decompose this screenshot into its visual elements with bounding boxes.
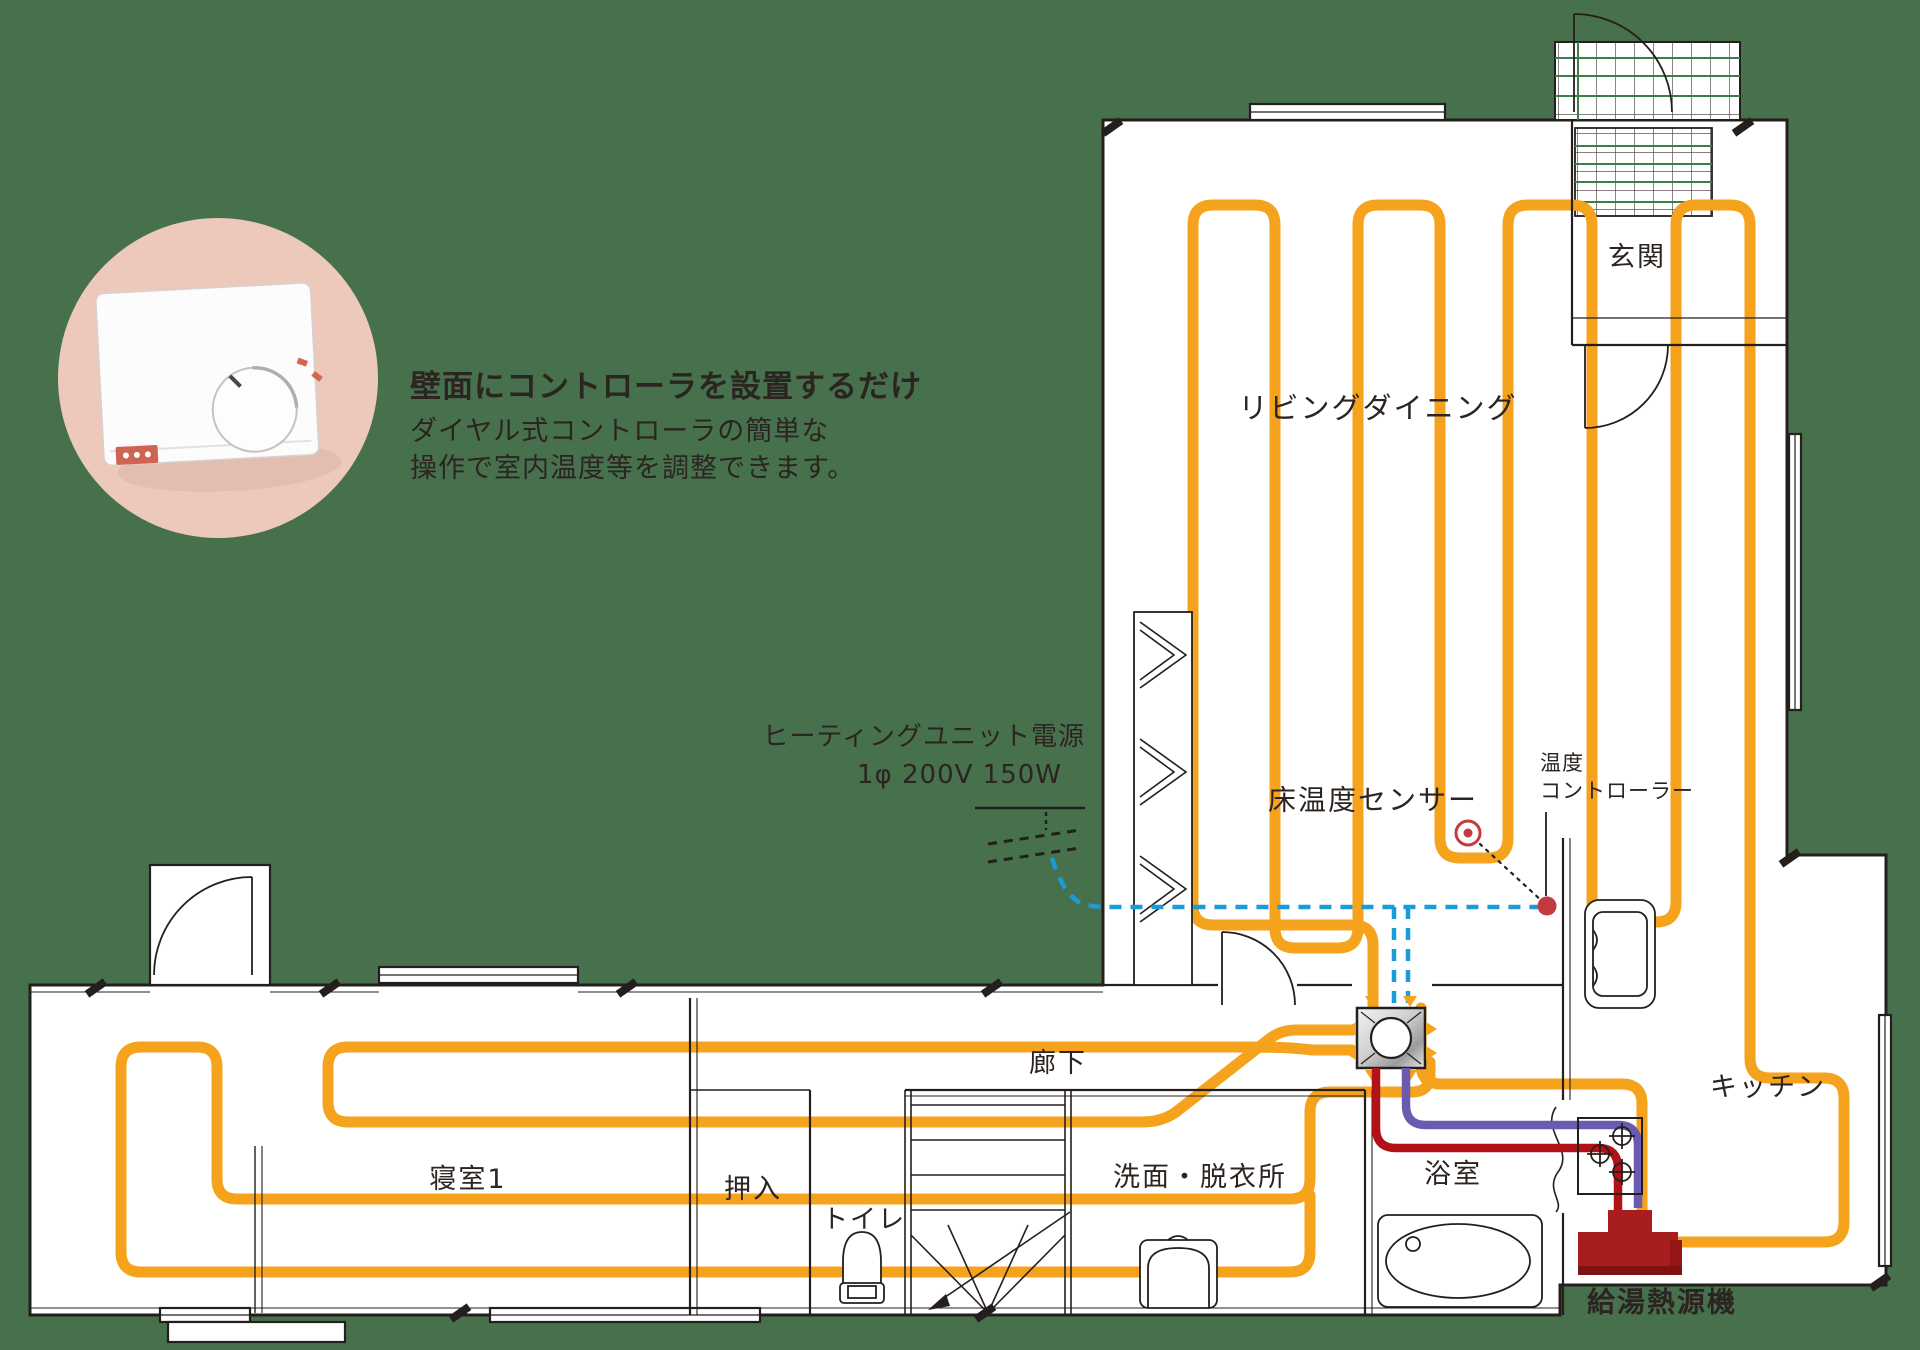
bathtub [1377, 1214, 1543, 1308]
heat-source-machine [1578, 1210, 1682, 1275]
controller-photo [58, 218, 378, 538]
intro-line2: 操作で室内温度等を調整できます。 [410, 453, 856, 484]
power-label-line1: ヒーティングユニット電源 [762, 721, 1085, 752]
intro-line1: ダイヤル式コントローラの簡単な [410, 416, 830, 447]
floor-sensor-label: 床温度センサー [1267, 783, 1478, 817]
room-label-living-dining: リビングダイニング [1238, 390, 1518, 425]
bedroom-pipe-loop [115, 1041, 1436, 1258]
return-pipe [1401, 1068, 1643, 1208]
heat-source-label: 給湯熱源機 [1586, 1285, 1738, 1319]
entrance-tile-grid [1555, 13, 1740, 217]
entrance-outer-door [1573, 13, 1673, 113]
room-label-kitchen: キッチン [1710, 1072, 1826, 1104]
toilet-fixture [839, 1231, 885, 1304]
power-source-symbol [975, 806, 1085, 864]
room-label-hallway: 廊下 [1029, 1048, 1087, 1080]
power-supply-line [1049, 857, 1540, 1004]
room-label-bathroom: 浴室 [1424, 1159, 1482, 1191]
bedroom-pipe-return [115, 1189, 1316, 1278]
pipe-connection-box [1577, 1117, 1643, 1195]
thermostat-device [95, 282, 342, 492]
living-cabinet [1133, 611, 1193, 986]
room-label-bedroom1: 寝室1 [429, 1164, 507, 1196]
temp-controller-label-line1: 温度 [1540, 751, 1584, 775]
entrance-inner-door [1584, 344, 1669, 429]
heating-unit-manifold [1345, 996, 1437, 1081]
interior-walls [30, 102, 1893, 1344]
wall-ticks [84, 117, 1892, 1323]
room-label-washroom: 洗面・脱衣所 [1113, 1162, 1287, 1194]
washbasin [1139, 1235, 1218, 1309]
windows [158, 102, 1893, 1344]
bedroom-porch [148, 863, 272, 987]
floor-temp-sensor [1454, 819, 1545, 904]
living-kitchen-pipe-loop [1187, 199, 1850, 1248]
kitchen-counter [1584, 899, 1656, 1009]
stairs-arrow [928, 1294, 950, 1310]
hallway-door [1221, 931, 1296, 1006]
power-label-line2: 1φ 200V 150W [857, 759, 1062, 790]
brand-logo [115, 444, 159, 465]
intro-title: 壁面にコントローラを設置するだけ [410, 369, 922, 405]
temp-controller-dot [1537, 812, 1557, 916]
room-label-entrance: 玄関 [1608, 242, 1666, 274]
temp-controller-label-line2: コントローラー [1540, 779, 1694, 803]
room-label-toilet: トイレ [821, 1204, 907, 1235]
hallway-pipe-run [322, 1024, 1358, 1128]
stairs [904, 1090, 1072, 1315]
room-label-closet: 押入 [724, 1174, 782, 1206]
supply-pipe [1371, 1068, 1623, 1212]
